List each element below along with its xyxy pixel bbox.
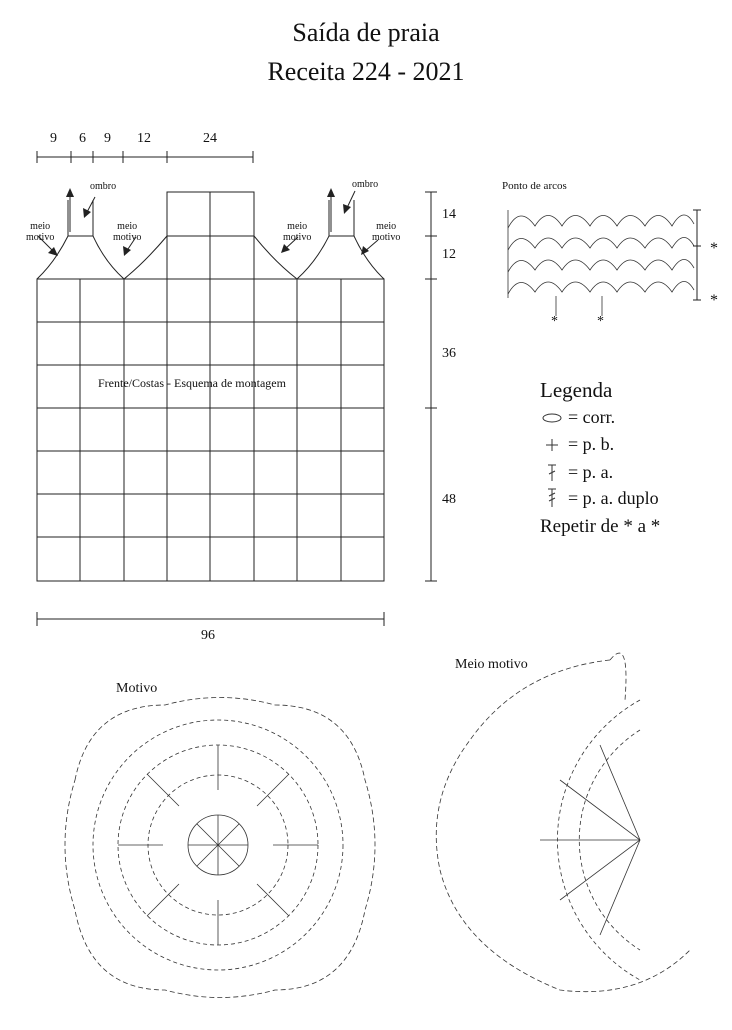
legend-item-treble-crochet: = p. a. duplo <box>542 487 659 509</box>
single-crochet-plus-icon <box>546 438 558 451</box>
motif-label: Motivo <box>116 681 158 696</box>
measure-top-4: 12 <box>137 131 151 146</box>
measure-top-5: 24 <box>203 131 217 146</box>
annotation-ombro-left: ombro <box>90 181 117 192</box>
annotation-meio-motivo-1: meio motivo <box>26 221 55 243</box>
legend-title: Legenda <box>540 378 613 402</box>
measure-top-2: 6 <box>79 131 86 146</box>
repeat-mark-2: * <box>710 292 718 309</box>
legend-item-double-crochet: = p. a. <box>542 462 613 483</box>
measure-side-3: 36 <box>442 346 456 361</box>
annotation-ombro-right: ombro <box>352 179 379 190</box>
legend-repeat-note: Repetir de * a * <box>540 516 661 537</box>
annotation-meio-motivo-2: meio motivo <box>113 221 142 243</box>
annotation-meio-motivo-4: meio motivo <box>372 221 401 243</box>
scheme-label: Frente/Costas - Esquema de montagem <box>98 376 286 390</box>
page-title: Saída de praia <box>292 18 440 47</box>
annotation-meio-motivo-3: meio motivo <box>283 221 312 243</box>
repeat-mark-1: * <box>710 240 718 257</box>
page-subtitle: Receita 224 - 2021 <box>267 57 465 86</box>
legend-item-single-crochet: = p. b. <box>542 434 614 455</box>
stitch-pattern-label: Ponto de arcos <box>502 180 567 192</box>
measure-side-1: 14 <box>442 207 456 222</box>
legend-item-chain: = corr. <box>542 407 615 428</box>
measure-side-4: 48 <box>442 492 456 507</box>
repeat-mark-3: * <box>551 314 558 329</box>
treble-crochet-icon <box>548 488 556 507</box>
half-motif-label: Meio motivo <box>455 657 528 672</box>
measure-side-2: 12 <box>442 247 456 262</box>
measure-top-3: 9 <box>104 131 111 146</box>
repeat-mark-4: * <box>597 314 604 329</box>
measure-top-1: 9 <box>50 131 57 146</box>
double-crochet-icon <box>548 464 556 481</box>
measure-bottom: 96 <box>201 628 215 643</box>
chain-oval-icon <box>542 413 562 422</box>
